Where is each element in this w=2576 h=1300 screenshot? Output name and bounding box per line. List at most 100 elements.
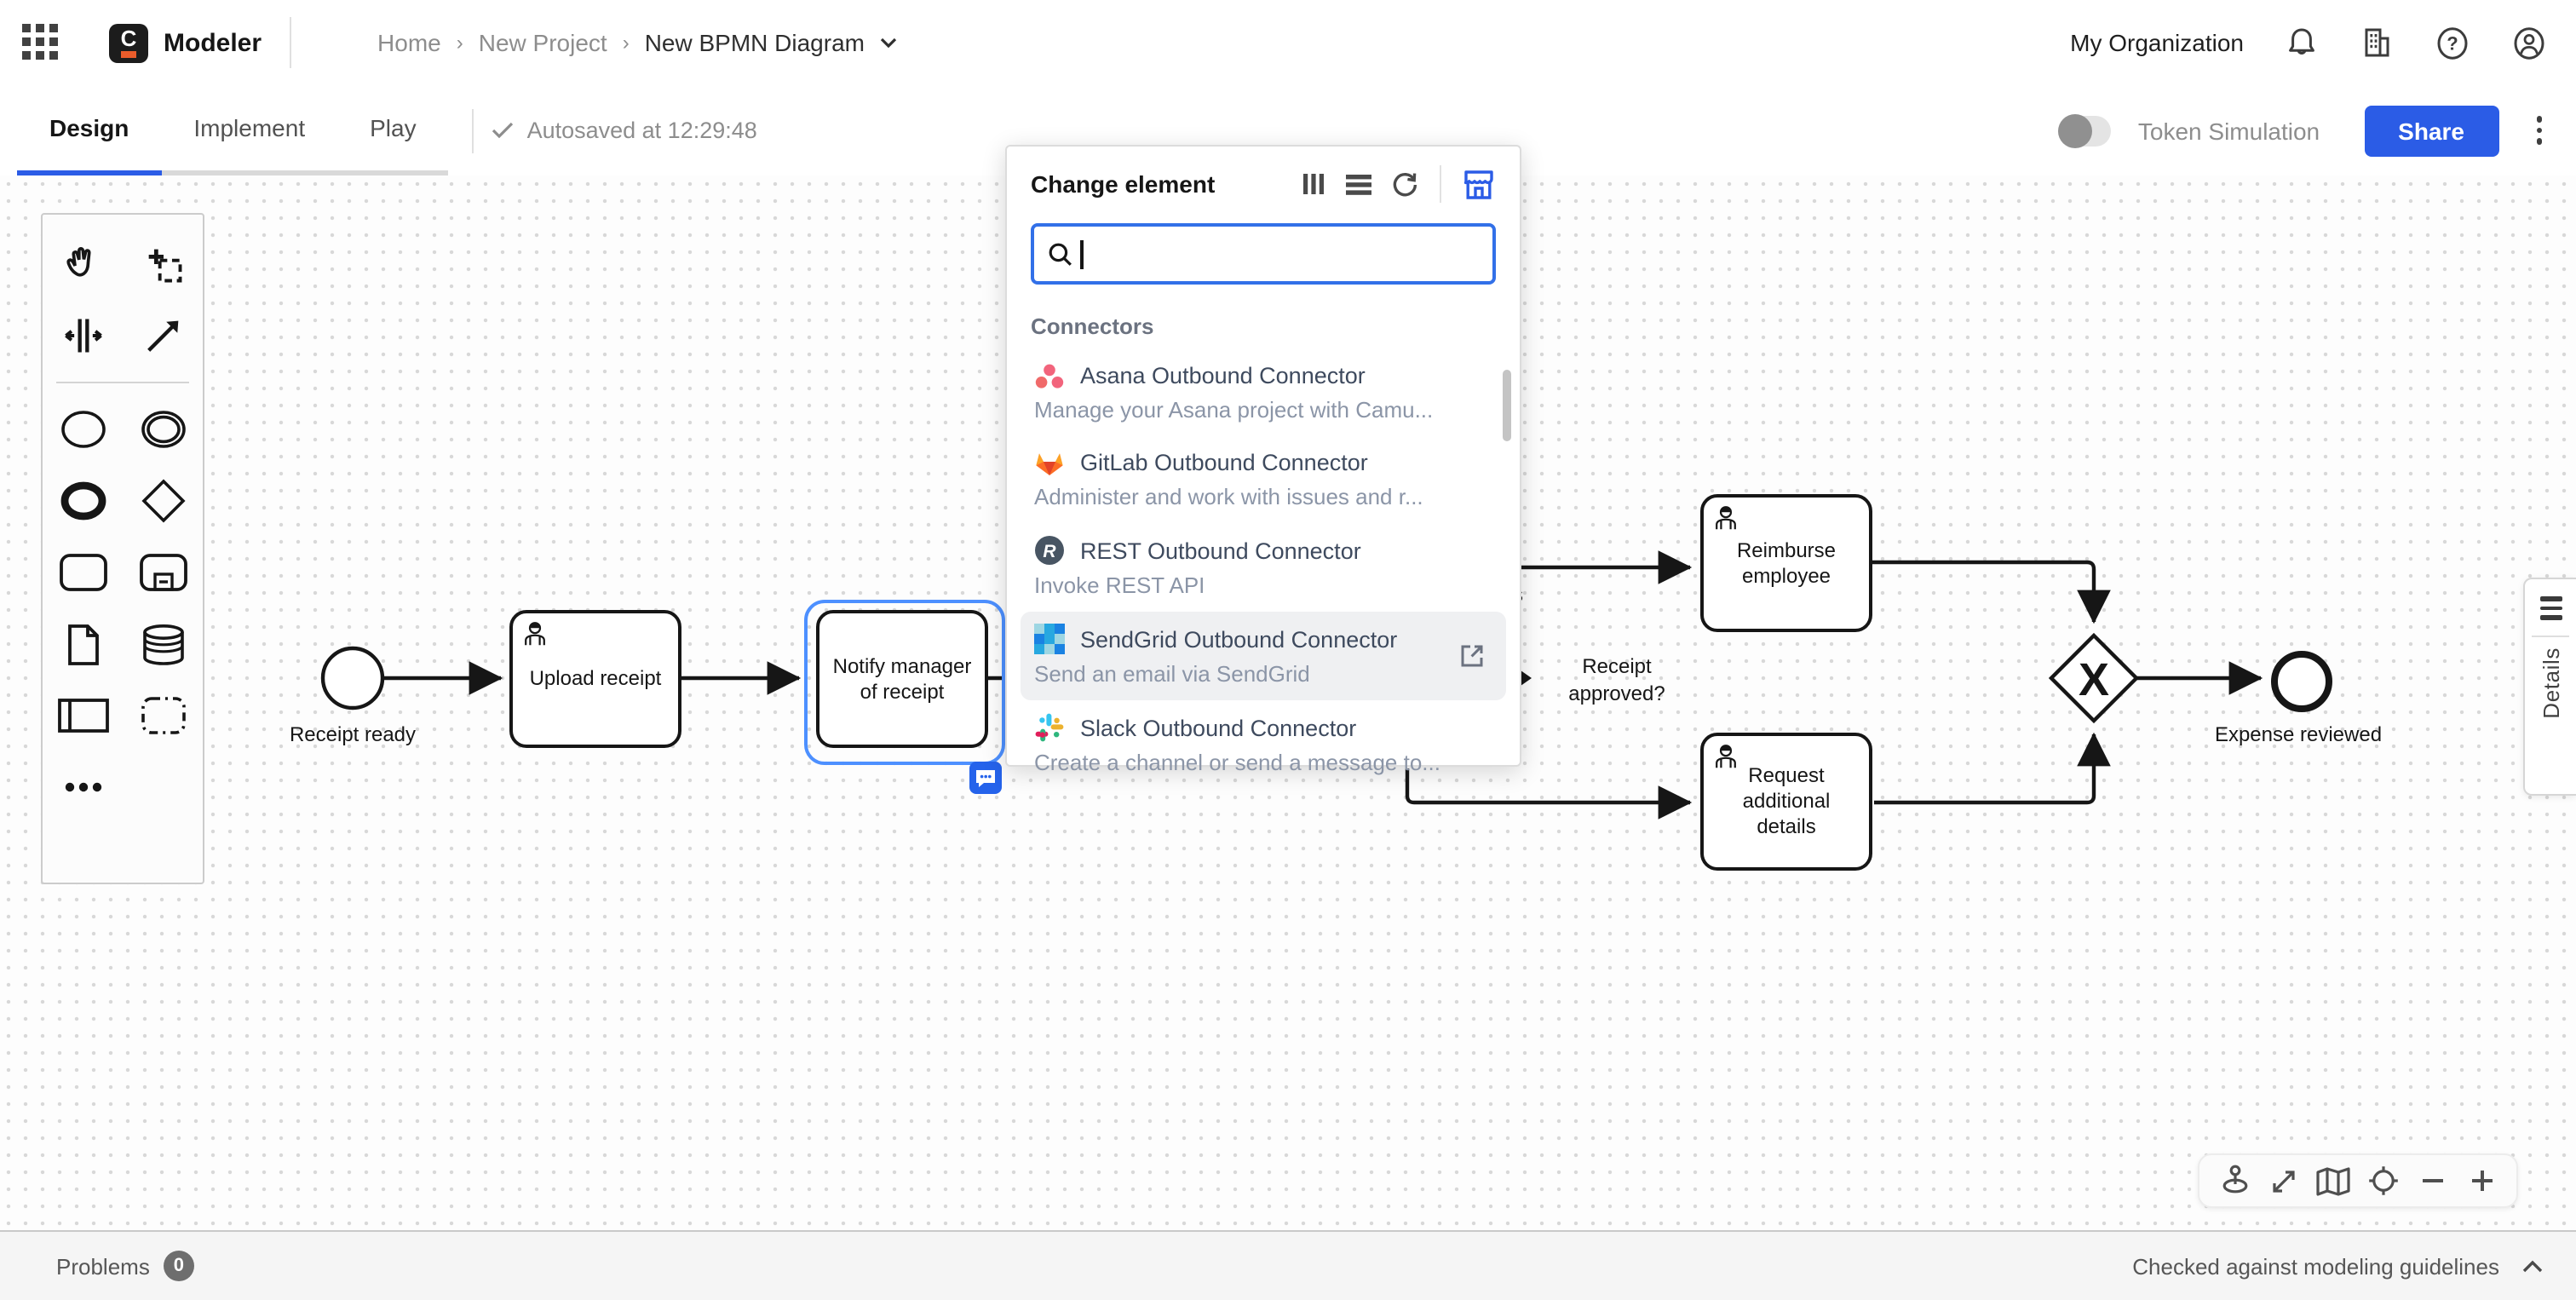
connector-title: Asana Outbound Connector <box>1080 363 1366 388</box>
list-item-gitlab-connector[interactable]: GitLab Outbound Connector Administer and… <box>1021 436 1506 523</box>
app-header: C Modeler Home › New Project › New BPMN … <box>0 0 2576 87</box>
breadcrumb-separator: › <box>456 31 463 55</box>
status-bar: Problems 0 Checked against modeling guid… <box>0 1230 2576 1300</box>
list-item-sendgrid-connector[interactable]: SendGrid Outbound Connector Send an emai… <box>1021 612 1506 700</box>
properties-menu-icon[interactable] <box>2539 596 2562 619</box>
details-panel-tab[interactable]: Details <box>2523 578 2576 796</box>
create-data-store-icon[interactable] <box>129 610 197 678</box>
camunda-logo: C <box>109 23 148 62</box>
details-tab-label: Details <box>2538 647 2563 718</box>
help-icon[interactable]: ? <box>2435 25 2470 60</box>
chevron-down-icon[interactable] <box>880 36 899 49</box>
center-target-icon[interactable] <box>2358 1155 2407 1206</box>
palette-more-icon[interactable] <box>49 753 117 821</box>
app-title: Modeler <box>164 28 262 57</box>
create-gateway-icon[interactable] <box>129 467 197 535</box>
zoom-in-icon[interactable] <box>2457 1155 2506 1206</box>
end-event-label: Expense reviewed <box>2214 722 2383 746</box>
user-profile-icon[interactable] <box>2511 25 2547 60</box>
overflow-menu-icon[interactable] <box>2526 110 2552 152</box>
popup-scrollbar-thumb[interactable] <box>1503 370 1511 441</box>
search-input[interactable] <box>1093 241 1479 267</box>
connectors-section-label: Connectors <box>1031 313 1154 339</box>
connector-title: SendGrid Outbound Connector <box>1080 626 1398 652</box>
minimap-icon[interactable] <box>2309 1155 2358 1206</box>
tab-design[interactable]: Design <box>17 85 162 175</box>
zoom-out-icon[interactable] <box>2407 1155 2457 1206</box>
create-task-icon[interactable] <box>49 538 117 607</box>
autosave-status: Autosaved at 12:29:48 <box>492 118 757 143</box>
global-connect-tool-icon[interactable] <box>129 302 197 370</box>
palette-divider <box>56 382 189 383</box>
gitlab-logo-icon <box>1034 448 1065 477</box>
flow-request-to-xgateway <box>1874 732 2111 805</box>
start-event-label: Receipt ready <box>289 722 417 746</box>
create-participant-icon[interactable] <box>49 682 117 750</box>
connector-description: Create a channel or send a message to... <box>1034 750 1440 775</box>
breadcrumb-project[interactable]: New Project <box>478 29 607 56</box>
connector-title: Slack Outbound Connector <box>1080 715 1357 740</box>
reset-icon[interactable] <box>1390 170 1419 198</box>
task-label: Notify manager of receipt <box>832 653 972 703</box>
exclusive-gateway[interactable]: X <box>2046 630 2142 726</box>
token-simulation-label: Token Simulation <box>2137 117 2320 144</box>
connector-description: Invoke REST API <box>1034 572 1205 598</box>
end-event-expense-reviewed[interactable] <box>2268 647 2336 716</box>
list-view-icon[interactable] <box>1344 171 1373 197</box>
hand-tool-icon[interactable] <box>49 230 117 298</box>
list-item-asana-connector[interactable]: Asana Outbound Connector Manage your Asa… <box>1021 349 1506 436</box>
marketplace-icon[interactable] <box>1462 168 1496 200</box>
user-task-icon <box>1712 504 1739 532</box>
chevron-up-icon[interactable] <box>2521 1258 2544 1274</box>
reset-view-icon[interactable] <box>2210 1155 2259 1206</box>
fit-viewport-icon[interactable] <box>2259 1155 2309 1206</box>
share-button[interactable]: Share <box>2364 105 2498 156</box>
create-start-event-icon[interactable] <box>49 395 117 463</box>
create-intermediate-event-icon[interactable] <box>129 395 197 463</box>
slack-logo-icon <box>1034 712 1065 743</box>
rest-logo-icon: R <box>1034 535 1065 566</box>
search-icon <box>1048 241 1073 267</box>
asana-logo-icon <box>1034 361 1065 390</box>
organization-label[interactable]: My Organization <box>2070 29 2244 56</box>
create-data-object-icon[interactable] <box>49 610 117 678</box>
connector-description: Manage your Asana project with Camu... <box>1034 397 1434 423</box>
task-reimburse-employee[interactable]: Reimburse employee <box>1700 494 1872 632</box>
app-switcher-icon[interactable] <box>22 24 60 61</box>
task-label: Reimburse employee <box>1736 538 1837 587</box>
organizations-building-icon[interactable] <box>2360 26 2394 60</box>
text-cursor <box>1080 239 1083 268</box>
comment-badge-icon[interactable] <box>969 762 1002 794</box>
element-palette <box>41 213 204 884</box>
gateway-marker: X <box>2079 654 2109 705</box>
create-end-event-icon[interactable] <box>49 467 117 535</box>
token-simulation-toggle[interactable] <box>2057 113 2111 147</box>
columns-view-icon[interactable] <box>1300 170 1327 198</box>
lasso-tool-icon[interactable] <box>129 230 197 298</box>
task-notify-manager[interactable]: Notify manager of receipt <box>816 610 988 748</box>
element-search-box <box>1031 223 1496 285</box>
create-subprocess-icon[interactable] <box>129 538 197 607</box>
logo-letter: C <box>120 25 137 50</box>
breadcrumb-home[interactable]: Home <box>377 29 441 56</box>
problems-toggle[interactable]: Problems 0 <box>56 1251 194 1281</box>
space-tool-icon[interactable] <box>49 302 117 370</box>
user-task-icon <box>1712 743 1739 770</box>
start-event-receipt-ready[interactable] <box>319 644 387 712</box>
task-upload-receipt[interactable]: Upload receipt <box>509 610 681 748</box>
notifications-bell-icon[interactable] <box>2285 25 2319 60</box>
breadcrumb-diagram[interactable]: New BPMN Diagram <box>644 29 865 56</box>
flow-reimburse-to-xgateway <box>1872 560 2111 624</box>
connector-title: REST Outbound Connector <box>1080 538 1361 563</box>
tab-implement[interactable]: Implement <box>161 85 338 175</box>
create-group-icon[interactable] <box>129 682 197 750</box>
list-item-rest-connector[interactable]: R REST Outbound Connector Invoke REST AP… <box>1021 523 1506 612</box>
selection-outline <box>804 600 1005 765</box>
external-link-icon[interactable] <box>1458 642 1486 670</box>
connector-description: Administer and work with issues and r... <box>1034 484 1423 509</box>
tab-play[interactable]: Play <box>337 85 449 175</box>
logo-accent <box>121 50 136 57</box>
autosave-text: Autosaved at 12:29:48 <box>526 118 757 143</box>
list-item-slack-connector[interactable]: Slack Outbound Connector Create a channe… <box>1021 700 1506 789</box>
task-request-details[interactable]: Request additional details <box>1700 733 1872 871</box>
